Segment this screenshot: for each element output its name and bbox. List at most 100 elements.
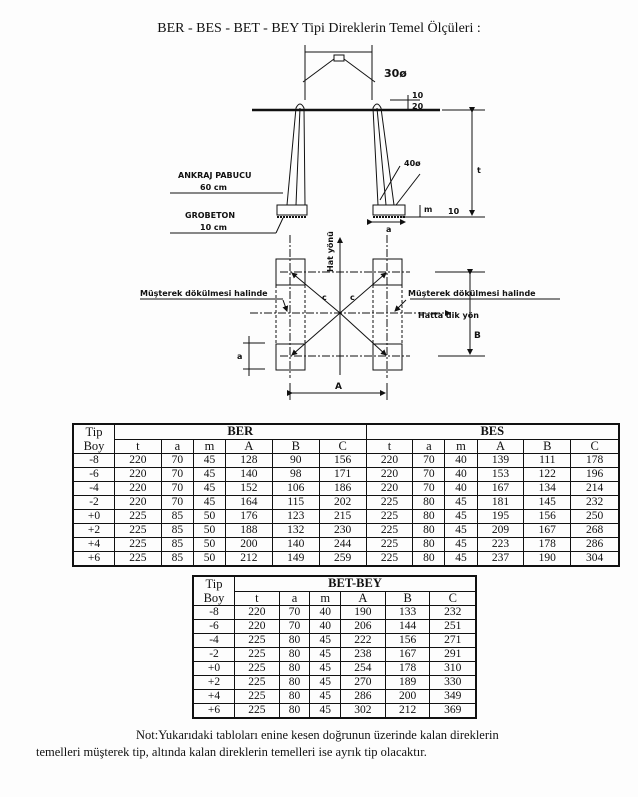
boy-cell: -6 <box>72 467 115 482</box>
value-cell: 133 <box>384 605 431 620</box>
value-cell: 178 <box>384 661 431 676</box>
boy-cell: +6 <box>192 703 235 719</box>
value-cell: 206 <box>340 619 386 634</box>
column-header: m <box>444 438 478 454</box>
value-cell: 45 <box>309 647 342 662</box>
grobeton-size: 10 cm <box>200 223 227 232</box>
boy-cell: -6 <box>192 619 235 634</box>
column-header: C <box>318 438 367 454</box>
value-cell: 45 <box>192 495 227 510</box>
value-cell: 220 <box>365 453 414 468</box>
column-header: a <box>160 438 194 454</box>
value-cell: 212 <box>384 703 431 719</box>
value-cell: 45 <box>192 481 227 496</box>
value-cell: 250 <box>570 509 620 524</box>
value-cell: 232 <box>429 605 477 620</box>
value-cell: 225 <box>234 689 280 704</box>
value-cell: 225 <box>114 523 162 538</box>
footnote: Not:Yukarıdaki tabloları enine kesen doğ… <box>36 727 636 761</box>
column-header: B <box>523 438 572 454</box>
value-cell: 45 <box>309 661 342 676</box>
value-cell: 80 <box>278 675 311 690</box>
value-cell: 286 <box>570 537 620 552</box>
value-cell: 140 <box>225 467 273 482</box>
value-cell: 45 <box>309 633 342 648</box>
value-cell: 244 <box>318 537 367 552</box>
column-header: A <box>476 438 525 454</box>
value-cell: 70 <box>278 605 311 620</box>
group-header: BER <box>114 423 367 440</box>
value-cell: 90 <box>271 453 320 468</box>
value-cell: 45 <box>309 689 342 704</box>
value-cell: 115 <box>271 495 320 510</box>
column-header: C <box>429 590 477 606</box>
value-cell: 178 <box>523 537 572 552</box>
value-cell: 225 <box>114 537 162 552</box>
value-cell: 220 <box>114 467 162 482</box>
note-line-1: Not:Yukarıdaki tabloları enine kesen doğ… <box>136 728 499 742</box>
value-cell: 85 <box>160 509 194 524</box>
value-cell: 302 <box>340 703 386 719</box>
value-cell: 259 <box>318 551 367 567</box>
boy-cell: +2 <box>192 675 235 690</box>
tip-label: Tip <box>85 425 103 439</box>
boy-cell: +4 <box>72 537 115 552</box>
value-cell: 181 <box>476 495 525 510</box>
dim-m: m <box>424 205 432 214</box>
value-cell: 80 <box>278 647 311 662</box>
value-cell: 111 <box>523 453 572 468</box>
boy-cell: +2 <box>72 523 115 538</box>
value-cell: 80 <box>412 495 446 510</box>
value-cell: 85 <box>160 551 194 567</box>
value-cell: 50 <box>192 537 227 552</box>
musterek-left-label: Müşterek dökülmesi halinde <box>140 289 268 298</box>
dim-10-top: 10 <box>412 91 424 100</box>
value-cell: 190 <box>340 605 386 620</box>
column-header: a <box>278 590 311 606</box>
value-cell: 190 <box>523 551 572 567</box>
column-header: m <box>309 590 342 606</box>
tip-label: Tip <box>205 577 223 591</box>
musterek-right-label: Müşterek dökülmesi halinde <box>408 289 536 298</box>
value-cell: 222 <box>340 633 386 648</box>
value-cell: 209 <box>476 523 525 538</box>
value-cell: 286 <box>340 689 386 704</box>
dim-c-right: c <box>350 293 355 302</box>
value-cell: 225 <box>365 523 414 538</box>
value-cell: 149 <box>271 551 320 567</box>
value-cell: 45 <box>309 675 342 690</box>
value-cell: 70 <box>412 481 446 496</box>
value-cell: 225 <box>365 537 414 552</box>
value-cell: 122 <box>523 467 572 482</box>
page-title: BER - BES - BET - BEY Tipi Direklerin Te… <box>157 21 481 36</box>
column-header: m <box>192 438 227 454</box>
angle-bottom: 40ø <box>404 159 421 168</box>
value-cell: 167 <box>384 647 431 662</box>
column-header: t <box>114 438 162 454</box>
value-cell: 167 <box>523 523 572 538</box>
angle-top: 30ø <box>384 67 407 80</box>
value-cell: 238 <box>340 647 386 662</box>
value-cell: 70 <box>412 453 446 468</box>
value-cell: 171 <box>318 467 367 482</box>
value-cell: 45 <box>444 537 478 552</box>
value-cell: 50 <box>192 523 227 538</box>
value-cell: 80 <box>278 689 311 704</box>
value-cell: 214 <box>570 481 620 496</box>
value-cell: 70 <box>412 467 446 482</box>
value-cell: 85 <box>160 523 194 538</box>
value-cell: 225 <box>365 509 414 524</box>
grobeton-label: GROBETON <box>185 211 235 220</box>
